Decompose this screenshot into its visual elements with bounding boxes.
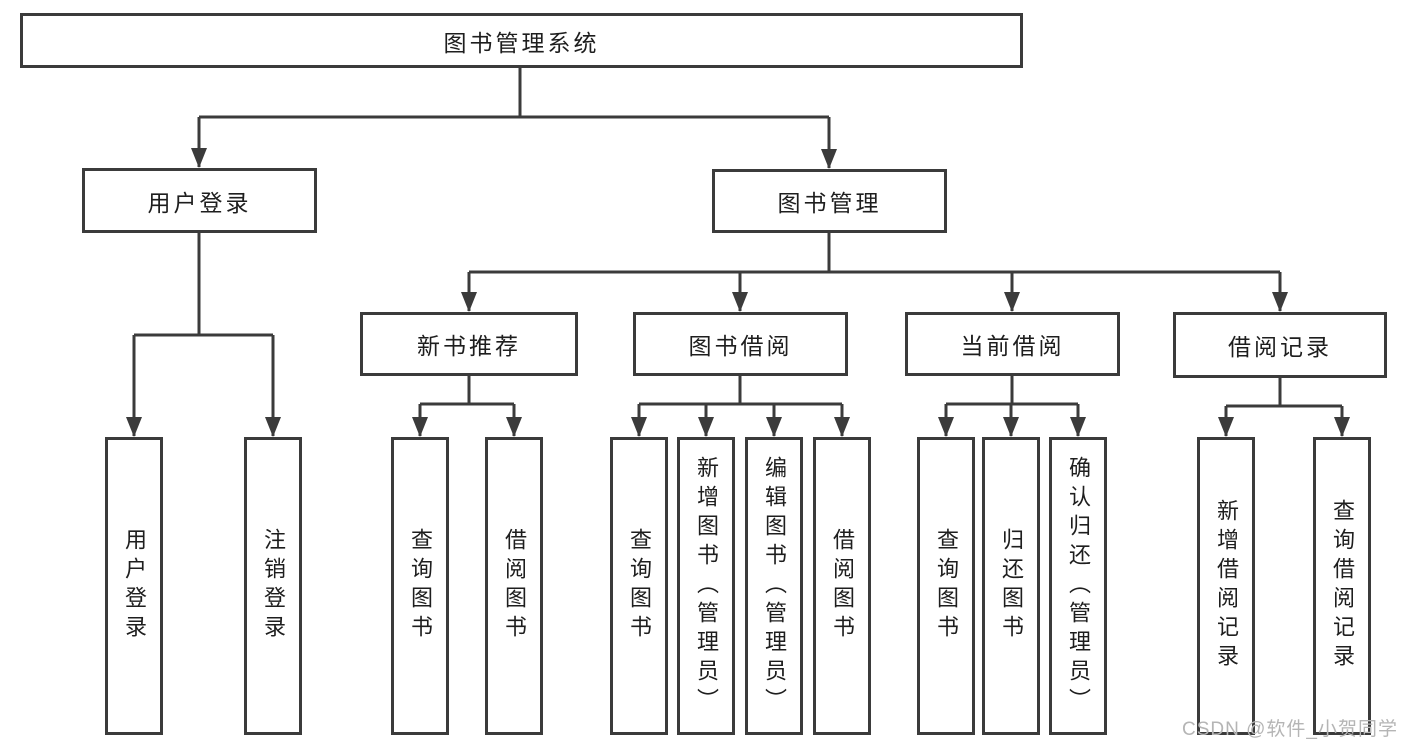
leaf-query-borrow-record-label: 查询借阅记录	[1330, 499, 1355, 673]
leaf-query-books-borrow-label: 查询图书	[627, 528, 652, 644]
leaf-add-books-admin-label: 新增图书（管理员）	[694, 455, 719, 717]
leaf-edit-books-admin-label: 编辑图书（管理员）	[762, 455, 787, 717]
leaf-user-login-label: 用户登录	[122, 528, 147, 644]
leaf-return-books-label: 归还图书	[999, 528, 1024, 644]
node-current-borrowing: 当前借阅	[905, 312, 1120, 376]
leaf-query-books-current: 查询图书	[917, 437, 975, 735]
leaf-query-borrow-record: 查询借阅记录	[1313, 437, 1371, 735]
leaf-query-books-current-label: 查询图书	[934, 528, 959, 644]
node-user-login: 用户登录	[82, 168, 317, 233]
leaf-add-borrow-record-label: 新增借阅记录	[1214, 499, 1239, 673]
node-borrowing-records-label: 借阅记录	[1228, 334, 1332, 360]
leaf-borrow-books-borrow-label: 借阅图书	[830, 528, 855, 644]
leaf-confirm-return-admin-label: 确认归还（管理员）	[1066, 455, 1091, 717]
node-root-system: 图书管理系统	[20, 13, 1023, 68]
leaf-return-books: 归还图书	[982, 437, 1040, 735]
node-new-book-recommend-label: 新书推荐	[417, 333, 521, 359]
node-book-management: 图书管理	[712, 169, 947, 233]
leaf-logout: 注销登录	[244, 437, 302, 735]
node-new-book-recommend: 新书推荐	[360, 312, 578, 376]
node-book-management-label: 图书管理	[777, 190, 882, 216]
node-root-label: 图书管理系统	[443, 29, 600, 56]
leaf-query-books-borrow: 查询图书	[610, 437, 668, 735]
leaf-borrow-books-recommend: 借阅图书	[485, 437, 543, 735]
leaf-logout-label: 注销登录	[261, 528, 286, 644]
leaf-query-books-recommend-label: 查询图书	[408, 528, 433, 644]
leaf-add-books-admin: 新增图书（管理员）	[677, 437, 735, 735]
leaf-user-login: 用户登录	[105, 437, 163, 735]
node-book-borrowing-label: 图书借阅	[688, 333, 793, 359]
node-user-login-label: 用户登录	[147, 189, 252, 216]
node-borrowing-records: 借阅记录	[1173, 312, 1387, 378]
leaf-borrow-books-borrow: 借阅图书	[813, 437, 871, 735]
leaf-edit-books-admin: 编辑图书（管理员）	[745, 437, 803, 735]
leaf-borrow-books-recommend-label: 借阅图书	[502, 528, 527, 644]
node-current-borrowing-label: 当前借阅	[960, 333, 1065, 359]
leaf-query-books-recommend: 查询图书	[391, 437, 449, 735]
node-book-borrowing: 图书借阅	[633, 312, 848, 376]
leaf-confirm-return-admin: 确认归还（管理员）	[1049, 437, 1107, 735]
leaf-add-borrow-record: 新增借阅记录	[1197, 437, 1255, 735]
